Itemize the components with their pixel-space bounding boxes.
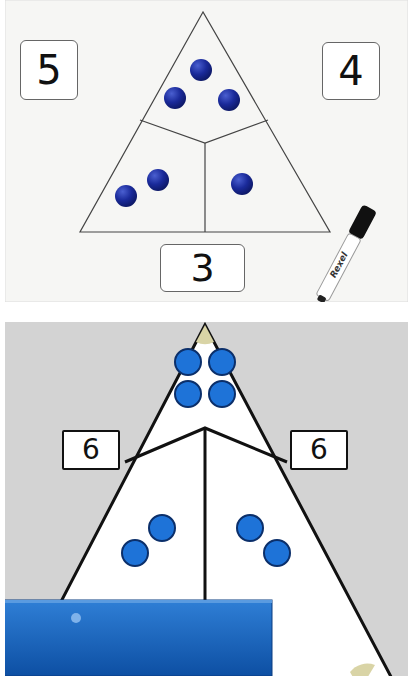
number-text: 3 xyxy=(190,249,214,287)
whiteboard-photo xyxy=(5,0,408,302)
triangle-picture xyxy=(5,322,408,676)
number-text: 6 xyxy=(310,436,328,464)
number-text: 4 xyxy=(338,51,363,91)
number-box: 6 xyxy=(62,430,120,470)
number-text: 5 xyxy=(36,50,61,90)
number-text: 6 xyxy=(82,436,100,464)
number-box: 5 xyxy=(20,40,78,100)
number-box: 6 xyxy=(290,430,348,470)
number-box: 4 xyxy=(322,42,380,100)
marker-pen xyxy=(313,204,377,302)
number-box: 3 xyxy=(160,244,245,292)
